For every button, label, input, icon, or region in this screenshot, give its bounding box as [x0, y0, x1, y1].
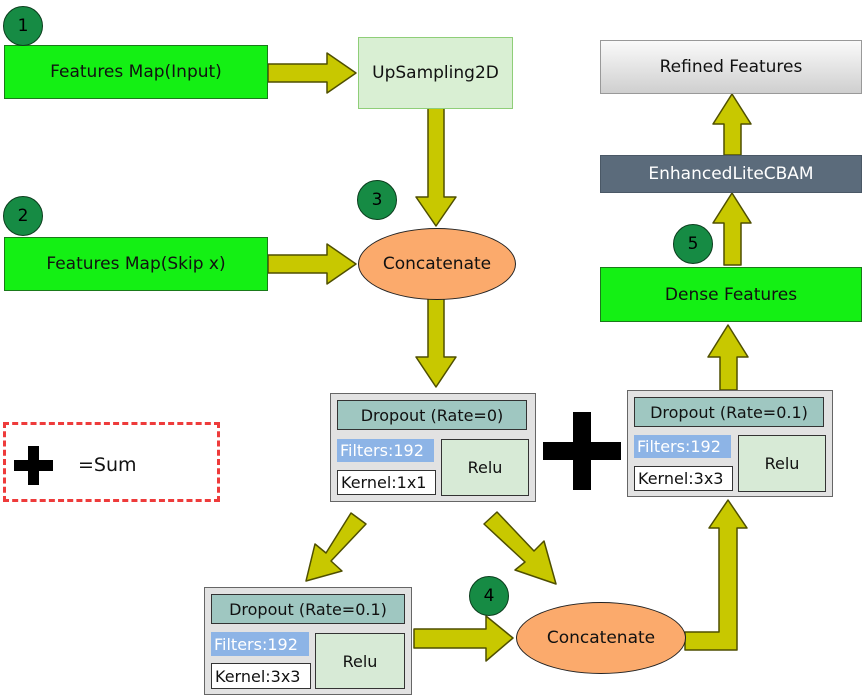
filters-label-lower: Filters:192	[211, 632, 309, 656]
plus-icon	[543, 412, 621, 490]
sum-legend: =Sum	[3, 422, 220, 502]
arrow-lower-to-concat2	[413, 615, 514, 662]
features-map-skip-box: Features Map(Skip x)	[4, 237, 268, 291]
conv-block-right: Dropout (Rate=0.1) Filters:192 Kernel:3x…	[627, 390, 833, 497]
filters-label-right: Filters:192	[634, 435, 731, 458]
enhanced-lite-cbam-label: EnhancedLiteCBAM	[648, 164, 814, 184]
features-map-input-label: Features Map(Input)	[50, 62, 222, 82]
arrow-center-to-lower-block	[305, 512, 367, 582]
step-badge-3: 3	[357, 180, 397, 220]
relu-label-center: Relu	[441, 439, 529, 496]
features-map-input-box: Features Map(Input)	[4, 45, 268, 99]
sum-legend-text: =Sum	[78, 454, 137, 476]
step-badge-4: 4	[469, 576, 509, 616]
dropout-label-lower: Dropout (Rate=0.1)	[211, 594, 405, 624]
relu-label-lower: Relu	[315, 633, 405, 689]
concatenate-ellipse-2: Concatenate	[516, 602, 686, 674]
kernel-label-center: Kernel:1x1	[337, 470, 436, 495]
filters-label-center: Filters:192	[337, 439, 434, 462]
conv-block-center: Dropout (Rate=0) Filters:192 Kernel:1x1 …	[330, 393, 536, 502]
arrow-input-to-upsampling	[267, 52, 357, 94]
dense-features-label: Dense Features	[664, 284, 798, 305]
arrow-skip-to-concat	[267, 243, 357, 285]
features-map-skip-label: Features Map(Skip x)	[46, 254, 226, 274]
upsampling2d-box: UpSampling2D	[358, 37, 513, 109]
refined-features-box: Refined Features	[600, 40, 862, 94]
concatenate-label-2: Concatenate	[546, 628, 656, 648]
arrow-concat2-to-right-block	[684, 499, 748, 651]
conv-block-lower: Dropout (Rate=0.1) Filters:192 Kernel:3x…	[204, 587, 412, 695]
dense-features-box: Dense Features	[600, 267, 862, 322]
step-badge-2: 2	[3, 196, 43, 236]
upsampling2d-label: UpSampling2D	[372, 63, 499, 83]
dropout-label-right: Dropout (Rate=0.1)	[634, 397, 824, 427]
refined-features-label: Refined Features	[659, 57, 803, 77]
dropout-label-center: Dropout (Rate=0)	[337, 400, 527, 430]
legend-plus-icon	[14, 446, 53, 485]
step-badge-1: 1	[3, 6, 43, 46]
concatenate-ellipse-1: Concatenate	[358, 228, 516, 300]
arrow-cbam-to-refined	[712, 93, 752, 156]
arrow-dense-to-cbam	[712, 192, 752, 266]
relu-label-right: Relu	[738, 435, 826, 492]
arrow-concat-to-center-block	[415, 297, 457, 388]
arrow-right-block-to-dense	[707, 324, 749, 391]
kernel-label-right: Kernel:3x3	[634, 466, 733, 491]
step-badge-5: 5	[673, 224, 713, 264]
kernel-label-lower: Kernel:3x3	[211, 663, 311, 689]
enhanced-lite-cbam-box: EnhancedLiteCBAM	[600, 155, 862, 193]
arrow-center-to-concat2	[483, 511, 557, 585]
concatenate-label-1: Concatenate	[382, 254, 492, 274]
arrow-upsampling-to-concat	[415, 107, 457, 227]
